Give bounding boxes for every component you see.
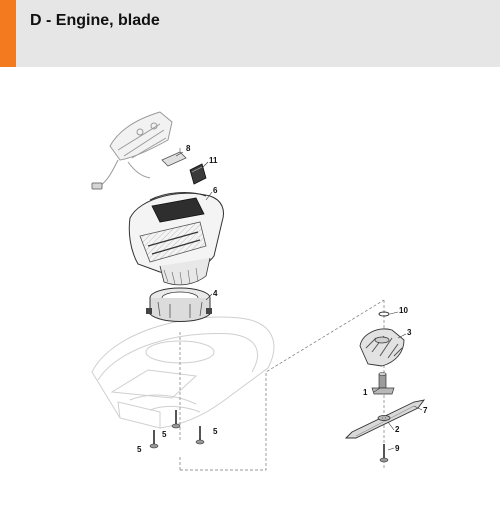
part-6-engine-housing [128, 192, 224, 286]
header-accent-bar [0, 0, 16, 67]
callout-5: 5 [162, 430, 167, 439]
callout-10: 10 [399, 306, 408, 315]
leader-lines [175, 151, 423, 451]
page-header: D - Engine, blade [0, 0, 500, 67]
part-5-screws [149, 410, 205, 449]
assembly-guide-lines [153, 299, 385, 471]
callout-8: 8 [186, 144, 191, 153]
part-3-fan [359, 328, 405, 367]
part-9-bolt [379, 444, 389, 463]
callout-5: 5 [213, 427, 218, 436]
screw [149, 430, 159, 449]
page-title: D - Engine, blade [30, 12, 160, 29]
part-8-cover [161, 148, 187, 167]
callouts: 8 11 6 4 10 3 1 7 2 9 5 5 5 [137, 144, 428, 454]
part-10-ring [378, 311, 390, 317]
callout-4: 4 [213, 289, 218, 298]
callout-3: 3 [407, 328, 412, 337]
screw [195, 426, 205, 445]
callout-11: 11 [209, 156, 218, 165]
engine-harness [91, 111, 173, 190]
screw [171, 410, 181, 429]
callout-6: 6 [213, 186, 218, 195]
callout-9: 9 [395, 444, 400, 453]
mower-deck-outline [91, 316, 275, 429]
callout-2: 2 [395, 425, 400, 434]
callout-5: 5 [137, 445, 142, 454]
part-11-switch [189, 163, 207, 185]
exploded-parts-diagram: 8 11 6 4 10 3 1 7 2 9 5 5 5 [0, 67, 500, 529]
part-2-washer [377, 415, 391, 421]
part-4-flange [146, 287, 212, 322]
callout-1: 1 [363, 388, 368, 397]
callout-7: 7 [423, 406, 428, 415]
